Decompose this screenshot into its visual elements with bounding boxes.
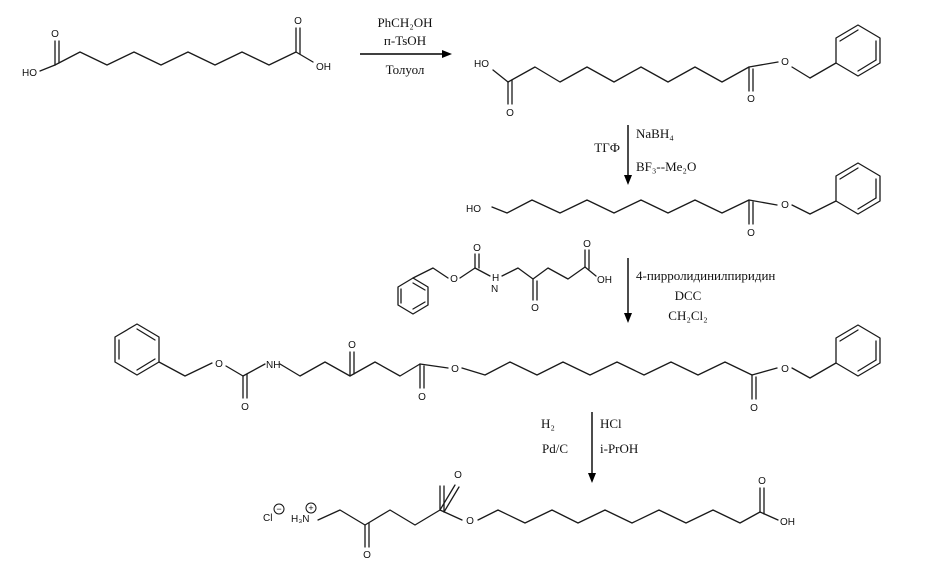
atom-h: H — [492, 273, 499, 284]
atom-o: O — [758, 476, 766, 487]
step3-solvent: CH₂Cl₂ — [668, 308, 707, 323]
compound-azelaic-acid: O HO O OH — [22, 16, 331, 79]
charge-plus: + — [308, 503, 313, 513]
atom-o: O — [241, 402, 249, 413]
step1-solvent: Толуол — [386, 62, 425, 77]
step2-solvent: ТГФ — [594, 140, 620, 155]
arrowhead-icon — [442, 50, 452, 58]
step4-hcl: HCl — [600, 416, 622, 431]
step1-reagent-benzyl-alcohol: PhCH₂OH — [377, 15, 432, 30]
step4-hydrogen: H₂ — [541, 416, 555, 431]
atom-oh: OH — [780, 517, 795, 528]
atom-o: O — [348, 340, 356, 351]
atom-o: O — [418, 392, 426, 403]
atom-o: O — [750, 403, 758, 414]
atom-o: O — [781, 200, 789, 211]
atom-o: O — [466, 516, 474, 527]
atom-h3n: H₃N — [291, 514, 310, 525]
charge-minus: − — [276, 504, 281, 514]
compound-coupled-diester: O O NH O O O O O — [115, 324, 880, 414]
atom-o: O — [781, 364, 789, 375]
atom-o: O — [531, 303, 539, 314]
compound-hydroxy-ester: HO O O — [466, 163, 880, 239]
atom-ho: HO — [22, 68, 37, 79]
atom-o: O — [506, 108, 514, 119]
atom-o: O — [51, 29, 59, 40]
atom-n: N — [491, 284, 498, 295]
atom-o: O — [747, 94, 755, 105]
compound-monobenzyl-ester: HO O O O — [474, 25, 880, 119]
arrowhead-icon — [624, 313, 632, 323]
atom-ho: HO — [474, 59, 489, 70]
atom-nh: NH — [266, 360, 280, 371]
atom-o: O — [294, 16, 302, 27]
compound-cbz-ala: O O H N O O OH — [398, 239, 612, 314]
atom-ho: HO — [466, 204, 481, 215]
atom-o: O — [781, 57, 789, 68]
atom-o: O — [473, 243, 481, 254]
atom-oh: OH — [316, 62, 331, 73]
step2-reagent-nabh4: NaBH₄ — [636, 126, 674, 141]
atom-o: O — [454, 470, 462, 481]
step2-conditions: ТГФ NaBH₄ BF₃--Me₂O — [594, 125, 696, 185]
step4-catalyst: Pd/C — [542, 441, 568, 456]
atom-cl: Cl — [263, 513, 272, 524]
step3-conditions: 4-пирролидинилпиридин DCC CH₂Cl₂ — [624, 258, 775, 323]
atom-o: O — [363, 550, 371, 561]
step3-reagent-pyrrolidinopyridine: 4-пирролидинилпиридин — [636, 268, 775, 283]
step1-reagent-tsoh: п-TsOH — [384, 33, 426, 48]
step4-solvent: i-PrOH — [600, 441, 638, 456]
atom-o: O — [451, 364, 459, 375]
step4-conditions: H₂ Pd/C HCl i-PrOH — [541, 412, 638, 483]
arrowhead-icon — [588, 473, 596, 483]
atom-o: O — [583, 239, 591, 250]
arrowhead-icon — [624, 175, 632, 185]
atom-o: O — [747, 228, 755, 239]
atom-o: O — [450, 274, 458, 285]
step1-conditions: PhCH₂OH п-TsOH Толуол — [360, 15, 452, 77]
atom-o: O — [215, 359, 223, 370]
compound-final-product: − + Cl H₃N O O O O OH — [263, 470, 795, 561]
step2-reagent-bf3: BF₃--Me₂O — [636, 159, 696, 174]
step3-reagent-dcc: DCC — [675, 288, 702, 303]
atom-oh: OH — [597, 275, 612, 286]
